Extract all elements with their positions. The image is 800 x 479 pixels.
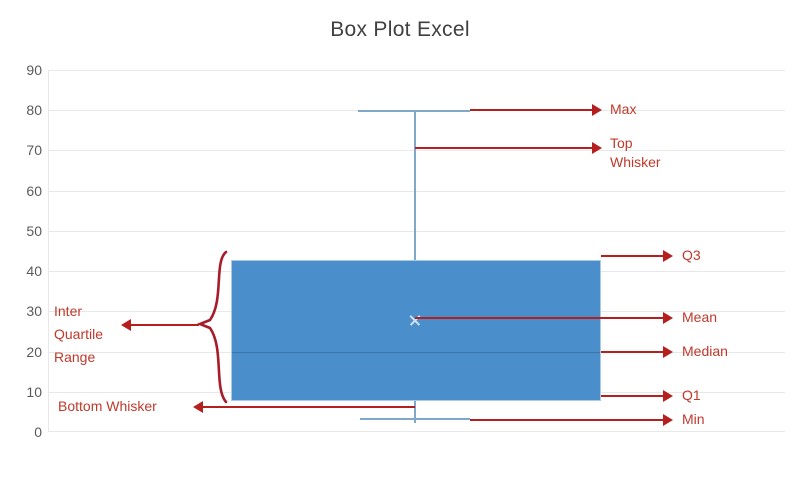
gridline-60: [48, 190, 785, 192]
annotation-arrowhead-bottom-whisker: [193, 401, 203, 413]
annotation-label-iqr-line1: Inter: [54, 303, 83, 319]
y-tick-label: 80: [26, 102, 42, 119]
y-tick-label: 30: [26, 303, 42, 320]
y-tick-label: 0: [34, 424, 42, 440]
iqr-brace-icon: [196, 250, 228, 404]
gridline-50: [48, 230, 785, 232]
annotation-label-iqr: Inter Quartile Range: [54, 300, 103, 369]
plot-area: [48, 70, 785, 432]
annotation-arrowhead-q1: [663, 390, 673, 402]
top-whisker-cap: [358, 110, 470, 112]
y-axis-ticks: 90 80 70 60 50 40 30 20 10 0: [0, 62, 42, 440]
annotation-line-max: [470, 109, 592, 111]
annotation-label-max: Max: [610, 101, 637, 117]
annotation-label-iqr-line3: Range: [54, 349, 96, 365]
annotation-label-q3: Q3: [682, 247, 701, 263]
mean-marker-icon: [409, 313, 422, 326]
y-tick-label: 20: [26, 343, 42, 360]
y-axis-line: [48, 70, 49, 432]
annotation-line-top-whisker: [415, 147, 592, 149]
annotation-line-mean: [415, 317, 663, 319]
annotation-line-min: [470, 419, 663, 421]
annotation-arrowhead-mean: [663, 312, 673, 324]
y-tick-label: 10: [26, 383, 42, 400]
y-tick-label: 70: [26, 142, 42, 159]
annotation-label-min: Min: [682, 411, 705, 427]
annotation-label-mean: Mean: [682, 309, 718, 325]
annotation-label-median: Median: [682, 343, 728, 359]
annotation-label-top-whisker: Top Whisker: [610, 134, 661, 172]
annotation-line-median: [601, 351, 663, 353]
box-rectangle: [231, 260, 601, 401]
gridline-0: [48, 431, 785, 432]
median-line: [232, 351, 600, 353]
annotation-arrowhead-iqr: [121, 319, 131, 331]
y-tick-label: 90: [26, 62, 42, 78]
annotation-arrowhead-max: [592, 104, 602, 116]
annotation-label-top-whisker-line1: Top: [610, 135, 633, 151]
gridline-90: [48, 70, 785, 71]
annotation-label-top-whisker-line2: Whisker: [610, 154, 661, 170]
annotation-label-bottom-whisker: Bottom Whisker: [58, 398, 157, 414]
bottom-whisker-cap: [360, 418, 470, 420]
gridline-70: [48, 150, 785, 152]
annotation-arrowhead-top-whisker: [592, 142, 602, 154]
chart-title: Box Plot Excel: [330, 18, 470, 41]
y-tick-label: 50: [26, 222, 42, 239]
annotation-line-q3: [601, 255, 663, 257]
annotation-line-iqr: [131, 324, 199, 326]
y-tick-label: 40: [26, 263, 42, 280]
annotation-line-bottom-whisker: [203, 406, 415, 408]
annotation-arrowhead-median: [663, 346, 673, 358]
annotation-label-iqr-line2: Quartile: [54, 326, 104, 342]
annotation-arrowhead-min: [663, 414, 673, 426]
annotation-line-q1: [601, 395, 663, 397]
annotation-label-q1: Q1: [682, 387, 701, 403]
y-tick-label: 60: [26, 182, 42, 199]
annotation-arrowhead-q3: [663, 250, 673, 262]
